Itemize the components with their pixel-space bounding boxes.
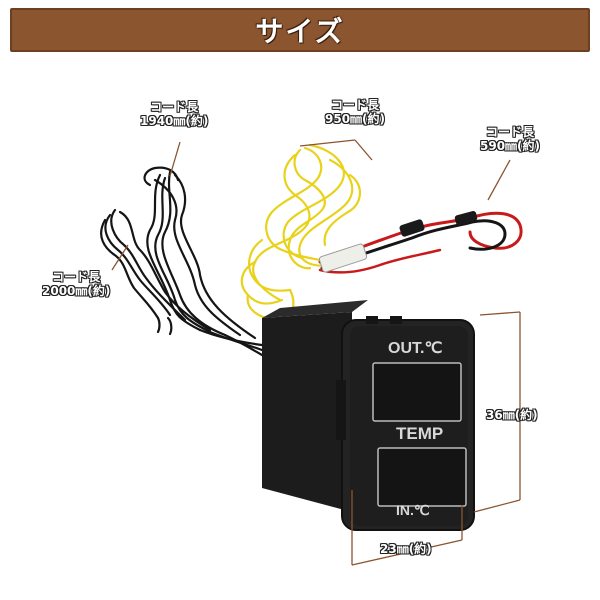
cord-length-title: コード長 bbox=[486, 125, 535, 139]
yellow-wire-bundle bbox=[240, 143, 361, 327]
meter-device bbox=[262, 300, 475, 531]
cord-length-title: コード長 bbox=[52, 270, 101, 284]
cord-length-value: 1940㎜(約) bbox=[140, 114, 209, 128]
connector-white bbox=[318, 243, 368, 273]
connector-black-small bbox=[399, 210, 478, 237]
title-text: サイズ bbox=[255, 15, 345, 48]
width-dimension-value: 23㎜(約) bbox=[380, 542, 432, 556]
cord-length-label-top-left: コード長 1940㎜(約) bbox=[140, 100, 208, 128]
dimension-lines bbox=[111, 139, 521, 566]
in-temp-label: IN.℃ bbox=[396, 502, 430, 518]
cord-length-title: コード長 bbox=[150, 100, 199, 114]
out-temp-label: OUT.℃ bbox=[388, 340, 443, 357]
cord-length-value: 2000㎜(約) bbox=[42, 284, 111, 298]
height-dimension-label: 36㎜(約) bbox=[486, 408, 538, 422]
cord-length-label-left: コード長 2000㎜(約) bbox=[42, 270, 110, 298]
cord-length-value: 950㎜(約) bbox=[325, 112, 386, 126]
title-banner: サイズ bbox=[10, 8, 590, 52]
temp-label: TEMP bbox=[396, 424, 444, 443]
cord-length-label-right: コード長 590㎜(約) bbox=[480, 125, 540, 153]
height-dimension-value: 36㎜(約) bbox=[486, 408, 538, 422]
cord-length-label-top-center: コード長 950㎜(約) bbox=[325, 98, 385, 126]
black-cable-bundle-left bbox=[100, 166, 264, 357]
cord-length-value: 590㎜(約) bbox=[480, 139, 541, 153]
width-dimension-label: 23㎜(約) bbox=[380, 542, 432, 556]
cord-length-title: コード長 bbox=[331, 98, 380, 112]
